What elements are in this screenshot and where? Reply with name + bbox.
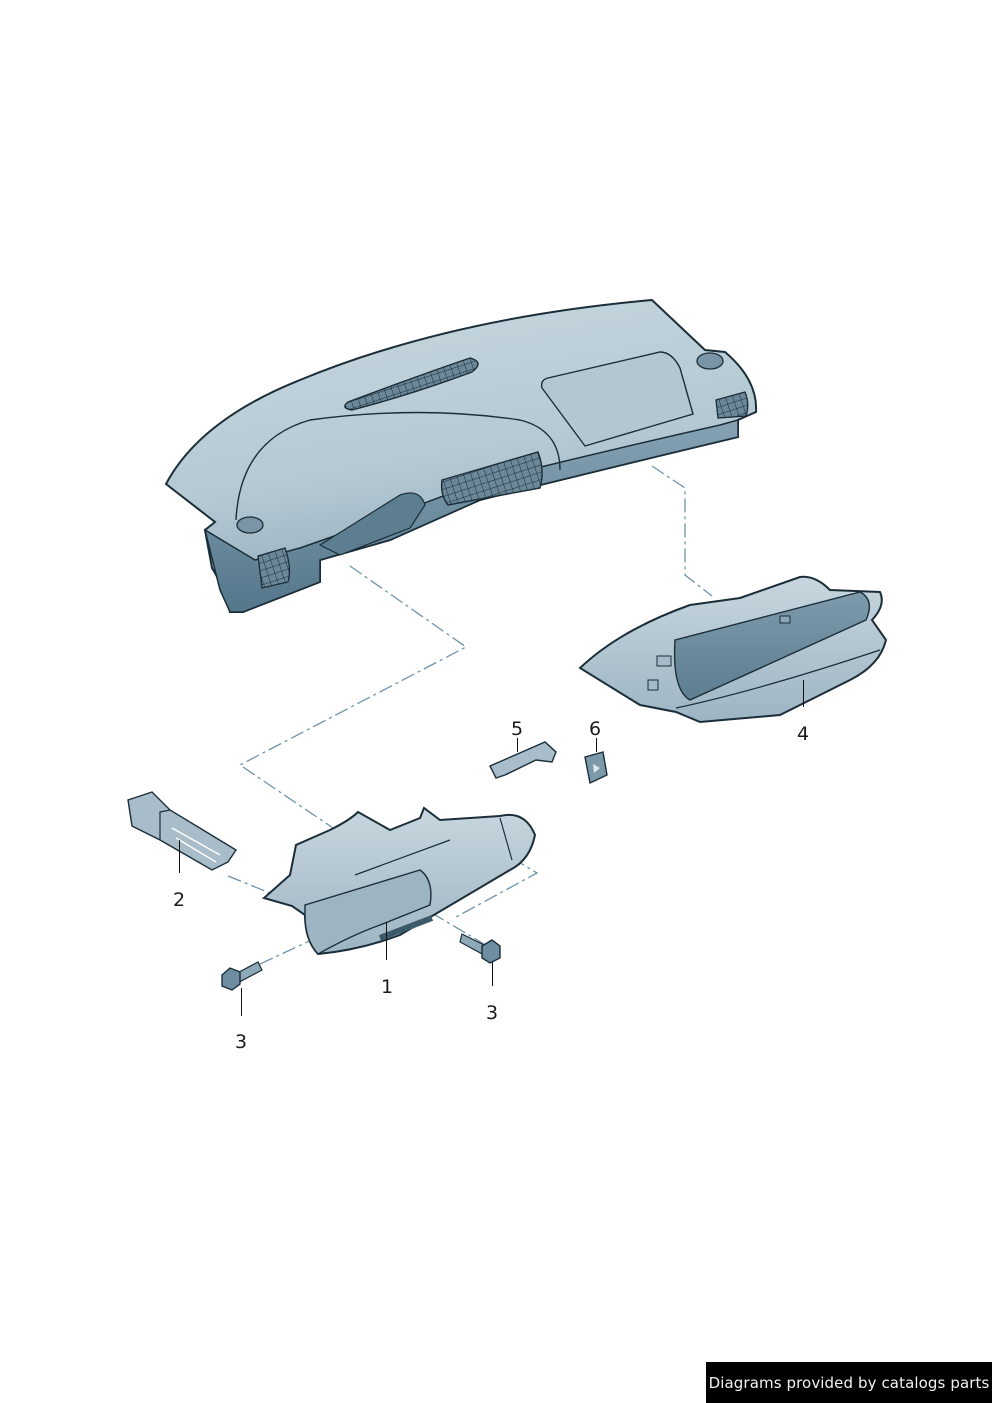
- clip-part: [489, 741, 557, 779]
- callout-4: 4: [796, 723, 810, 745]
- leader-line-3b: [492, 962, 494, 986]
- footer-credit-text: Diagrams provided by catalogs parts: [708, 1373, 990, 1392]
- glove-box-bracket-part: [261, 806, 537, 956]
- leader-line-3a: [241, 988, 243, 1016]
- footer-credit-badge: Diagrams provided by catalogs parts: [706, 1362, 992, 1403]
- retaining-clip-part: [127, 791, 237, 871]
- callout-5: 5: [510, 718, 524, 740]
- bolt-right-part: [459, 933, 501, 964]
- leader-line-4: [803, 680, 805, 707]
- leader-line-6: [596, 738, 598, 752]
- dashboard-part: [164, 298, 758, 613]
- leader-line-2: [179, 840, 181, 873]
- leader-line-1: [386, 922, 388, 960]
- callout-1: 1: [380, 976, 394, 998]
- callout-3-right: 3: [485, 1002, 499, 1024]
- glove-box-part: [578, 575, 888, 724]
- leader-line-5: [517, 738, 519, 752]
- callout-3-left: 3: [234, 1031, 248, 1053]
- callout-6: 6: [588, 718, 602, 740]
- callout-2: 2: [172, 889, 186, 911]
- bolt-left-part: [221, 961, 263, 991]
- speed-nut-part: [584, 751, 608, 785]
